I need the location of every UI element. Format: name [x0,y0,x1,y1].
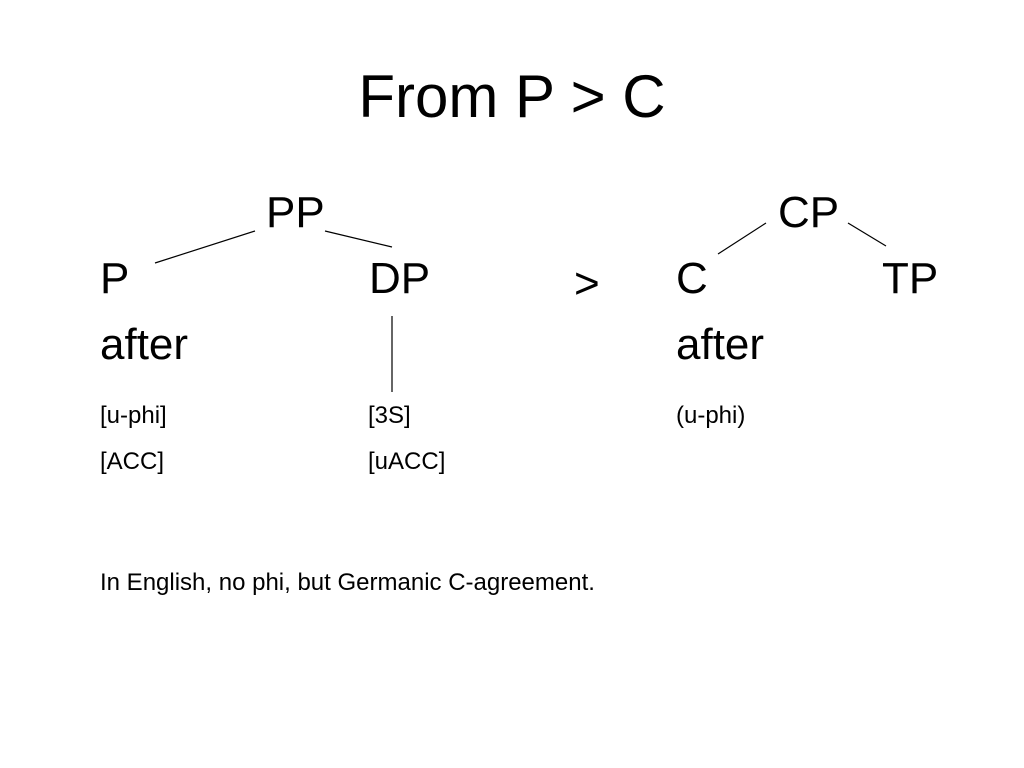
p-node: P [100,254,130,303]
slide-title: From P > C [358,63,666,130]
dp-node: DP [369,254,431,303]
dp-feature-3s: [3S] [368,402,411,429]
p-head-word: after [100,320,189,369]
change-arrow: > [574,259,600,308]
cp-to-c-branch [717,222,767,255]
pp-to-p-branch [154,230,256,264]
cp-to-tp-branch [847,222,887,247]
p-feature-acc: [ACC] [100,448,165,475]
c-head-word: after [676,320,765,369]
c-node: C [676,254,708,303]
pp-to-dp-branch [324,230,393,248]
footnote-text: In English, no phi, but Germanic C-agree… [100,569,595,596]
p-feature-phi: [u-phi] [100,402,167,429]
pp-node: PP [266,188,325,237]
cp-node: CP [778,188,840,237]
tp-node: TP [882,254,939,303]
c-feature-phi: (u-phi) [676,402,746,429]
dp-feature-uacc: [uACC] [368,448,446,475]
